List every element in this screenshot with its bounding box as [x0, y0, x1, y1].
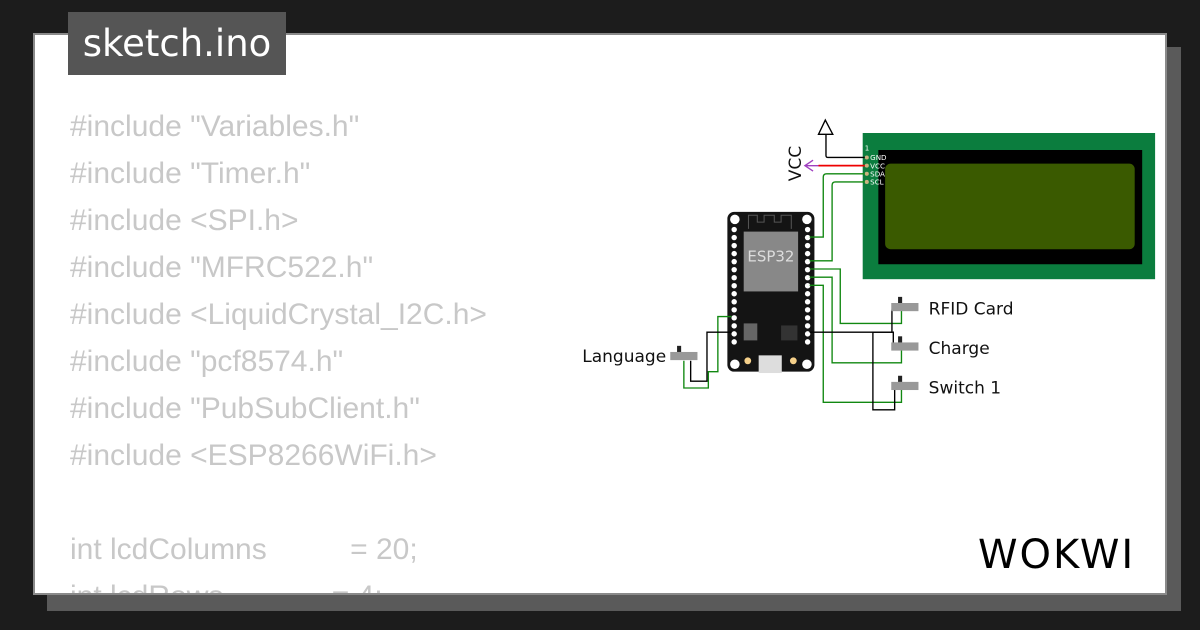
esp32-pin — [731, 283, 737, 289]
esp32-pin — [731, 339, 737, 345]
esp32-pin — [731, 266, 737, 273]
esp32-pin — [731, 250, 737, 257]
svg-text:Switch 1: Switch 1 — [929, 378, 1001, 398]
esp32-pin — [804, 283, 811, 289]
svg-text:1: 1 — [865, 144, 870, 153]
esp32-pin — [731, 299, 737, 305]
esp32-pin — [731, 331, 737, 337]
preview-card: #include "Variables.h" #include "Timer.h"… — [33, 33, 1167, 595]
esp32-pin — [804, 339, 811, 345]
esp32-pin — [804, 258, 811, 265]
esp32-pin — [804, 226, 811, 233]
esp32-pin — [731, 258, 737, 265]
esp32-pin — [804, 234, 811, 241]
svg-text:Charge: Charge — [929, 339, 990, 359]
esp32-pin — [804, 242, 811, 249]
esp32-pin — [731, 315, 737, 321]
sketch-title: sketch.ino — [68, 12, 286, 75]
esp32-pin — [804, 250, 811, 257]
esp32-pin — [804, 299, 811, 305]
code-line: #include <SPI.h> — [70, 204, 299, 237]
svg-text:GND: GND — [870, 153, 887, 162]
esp32-pin — [804, 331, 811, 337]
esp32-pin — [731, 274, 737, 281]
wokwi-logo: WOKWI — [978, 532, 1135, 578]
esp32-pin — [804, 291, 811, 297]
switch-rfid-card[interactable]: RFID Card — [891, 296, 1014, 320]
code-line: #include <LiquidCrystal_I2C.h> — [70, 298, 487, 331]
esp32-board[interactable]: ESP32 — [727, 211, 815, 374]
code-line: #include "Variables.h" — [70, 110, 360, 143]
green-wires — [683, 173, 903, 403]
code-line: #include "Timer.h" — [70, 157, 311, 190]
lcd-display[interactable] — [862, 133, 1156, 280]
esp32-pin — [731, 323, 737, 329]
esp32-pin — [804, 266, 811, 273]
switch-language[interactable]: Language — [582, 345, 698, 367]
esp32-pin — [731, 291, 737, 297]
code-line: #include <ESP8266WiFi.h> — [70, 439, 437, 472]
vcc-symbol — [803, 159, 819, 172]
switch-1[interactable]: Switch 1 — [891, 375, 1001, 399]
esp32-pin — [804, 323, 811, 329]
code-line: #include "PubSubClient.h" — [70, 392, 420, 425]
svg-text:RFID Card: RFID Card — [929, 300, 1014, 320]
svg-text:SDA: SDA — [870, 170, 885, 179]
code-line: int lcdRows = 4; — [70, 573, 487, 593]
code-line: #include "MFRC522.h" — [70, 251, 374, 284]
esp32-pin — [804, 307, 811, 313]
vcc-label: VCC — [786, 146, 806, 181]
lcd-pins: 1 GND VCC SDA SCL — [864, 144, 887, 187]
switch-charge[interactable]: Charge — [891, 336, 990, 359]
esp32-pin — [731, 234, 737, 241]
ground-symbol — [817, 118, 865, 159]
svg-text:SCL: SCL — [870, 178, 883, 187]
code-background: #include "Variables.h" #include "Timer.h"… — [70, 103, 487, 593]
esp32-pin — [731, 307, 737, 313]
esp32-pin — [804, 274, 811, 281]
code-line: #include "pcf8574.h" — [70, 345, 344, 378]
esp32-label: ESP32 — [747, 248, 794, 266]
esp32-pin — [804, 315, 811, 321]
esp32-pin — [731, 226, 737, 233]
svg-text:VCC: VCC — [870, 161, 885, 170]
code-line: int lcdColumns = 20; — [70, 533, 418, 566]
esp32-pin — [731, 242, 737, 249]
svg-text:Language: Language — [582, 347, 666, 367]
